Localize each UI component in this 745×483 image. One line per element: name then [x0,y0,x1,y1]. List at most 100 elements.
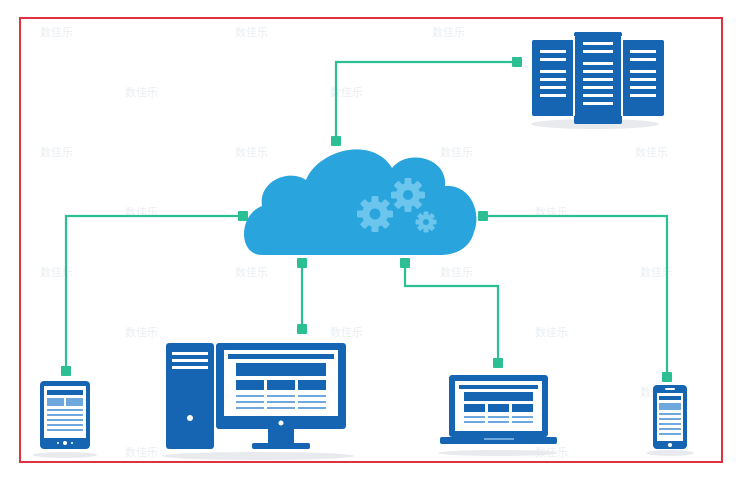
watermark: 数佳乐 [40,25,73,39]
plug-icon [400,258,410,268]
desktop-computer-icon [166,343,346,449]
connector-lines [64,60,669,378]
watermark: 数佳乐 [440,265,473,279]
connector-cloud-tablet [64,214,242,373]
screen-line [47,409,83,411]
diagram-frame [19,17,723,463]
screen-block [47,398,64,406]
drive-bay [172,366,208,369]
screen-header [47,390,83,395]
dot [57,442,59,444]
screen-header [459,385,538,389]
screen-line [267,395,295,397]
monitor-base [252,443,310,449]
screen-block [488,404,509,412]
screen-block [267,380,295,390]
screen-line [267,407,295,409]
screen-line [236,407,264,409]
screen-line [298,401,326,403]
screen-banner [464,392,533,401]
screen-line [512,421,533,423]
screen-header [228,354,334,359]
touchpad-notch [484,438,514,440]
screen-line [298,395,326,397]
screen-line [659,423,681,425]
screen-line [659,428,681,430]
speaker-slot [665,388,675,390]
server-slots [540,42,656,105]
screen-line [47,424,83,426]
connector-cloud-phone [482,214,669,378]
laptop-base [440,437,557,444]
plug-icon [61,366,71,376]
tablet-icon [40,381,90,449]
shadow [162,452,354,460]
watermark: 数佳乐 [40,265,73,279]
watermark: 数佳乐 [235,265,268,279]
watermark: 数佳乐 [330,85,363,99]
screen-block [464,404,485,412]
cloud-shape [244,149,477,255]
gear-icon-medium [357,196,393,232]
connector-cloud-server [334,60,512,142]
screen-line [488,421,509,423]
plug-icon [297,258,307,268]
screen-block [512,404,533,412]
plug-icon [662,372,672,382]
plug-icon [331,136,341,146]
screen-line [298,407,326,409]
screen-header [659,396,681,400]
screen-line [659,418,681,420]
screen-line [236,401,264,403]
drive-bay [172,359,208,362]
plug-icon [478,211,488,221]
screen-line [464,416,485,418]
screen-block [298,380,326,390]
screen-banner [236,363,326,376]
watermark: 数佳乐 [440,145,473,159]
screen-line [236,395,264,397]
drive-bay [172,352,208,355]
screen-block [236,380,264,390]
shadow [646,450,694,456]
home-button-icon [668,443,672,447]
server-rack-icon [532,32,664,124]
tower-case [166,343,214,449]
gear-icon-large [391,178,425,212]
plug-icon [238,211,248,221]
connector-plugs [61,57,672,382]
laptop-icon [440,375,557,444]
watermark: 数佳乐 [235,145,268,159]
screen-block [66,398,83,406]
dot [71,442,73,444]
screen-line [512,416,533,418]
watermark: 数佳乐 [635,145,668,159]
watermark: 数佳乐 [330,325,363,339]
shadow [438,450,558,456]
watermark: 数佳乐 [640,265,673,279]
monitor-led [278,420,284,426]
screen-line [659,413,681,415]
screen-line [464,421,485,423]
plug-icon [512,57,522,67]
shadow [33,452,97,458]
screen-line [488,416,509,418]
cloud-gears-icon [244,149,477,255]
watermark: 数佳乐 [40,145,73,159]
monitor-neck [268,429,294,443]
watermark: 数佳乐 [125,325,158,339]
screen-line [47,419,83,421]
screen-block [659,403,681,410]
watermark: 数佳乐 [125,85,158,99]
screen-line [47,429,83,431]
plug-icon [297,324,307,334]
power-button-icon [187,415,193,421]
home-button-icon [63,441,67,445]
watermark: 数佳乐 [125,445,158,459]
gear-icon-small [415,211,437,233]
watermark: 数佳乐 [535,325,568,339]
watermark: 数佳乐 [235,25,268,39]
watermark: 数佳乐 [432,25,465,39]
screen-line [47,414,83,416]
